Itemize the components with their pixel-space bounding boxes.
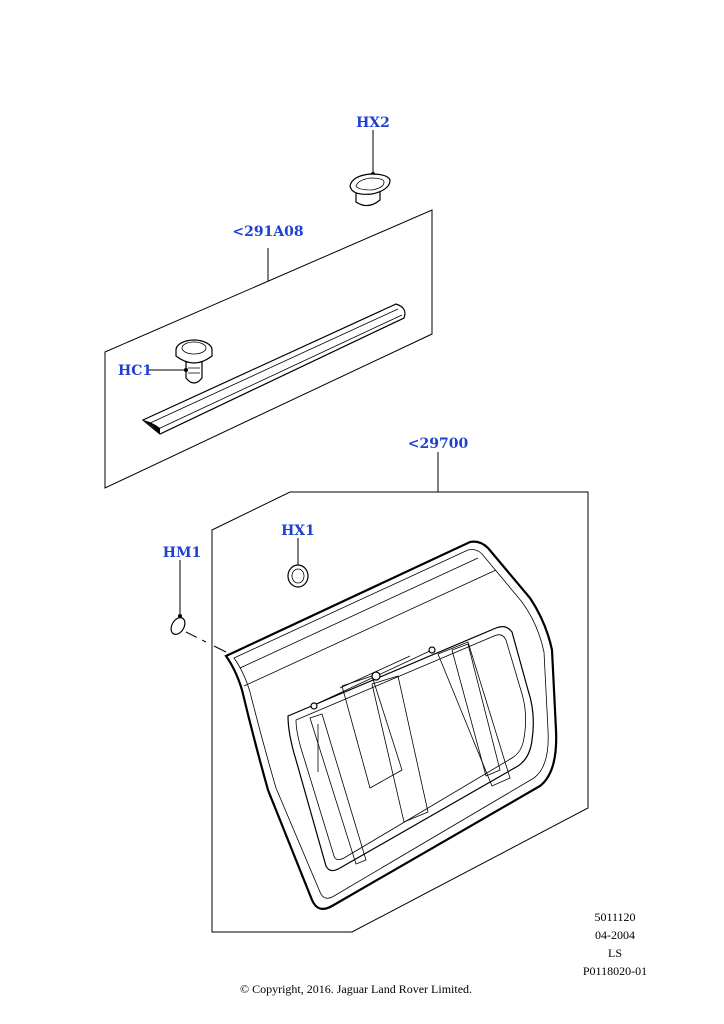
hx1-grommet-icon — [287, 564, 309, 588]
meta-line-2: 04-2004 — [595, 928, 635, 942]
door-glass-frame — [211, 491, 589, 933]
callout-hm1[interactable]: HM1 — [163, 545, 201, 561]
hc1-clip-icon — [175, 339, 213, 384]
callout-291a08[interactable]: <291A08 — [232, 224, 303, 240]
hm1-leader-dot — [178, 614, 182, 618]
meta-line-3: LS — [608, 946, 622, 960]
hc1-leader-dot — [184, 368, 188, 372]
trim-strip-frame — [104, 209, 433, 489]
hm1-assembly-line — [185, 631, 207, 643]
hx2-clip-group — [349, 130, 391, 207]
door-glass-group — [170, 452, 589, 933]
door-glass — [224, 540, 558, 911]
copyright-text: © Copyright, 2016. Jaguar Land Rover Lim… — [240, 982, 472, 996]
meta-line-1: 5011120 — [594, 910, 635, 924]
hm1-assembly-line-end — [213, 645, 227, 653]
callout-hx2[interactable]: HX2 — [356, 115, 390, 131]
hm1-ring-icon — [170, 617, 186, 635]
meta-line-4: P0118020-01 — [583, 964, 647, 978]
trim-strip — [141, 303, 406, 435]
callout-hx1[interactable]: HX1 — [281, 523, 315, 539]
trim-strip-group — [104, 209, 433, 489]
callout-hc1[interactable]: HC1 — [118, 363, 152, 379]
hx2-clip-icon — [349, 173, 391, 207]
callout-29700[interactable]: <29700 — [408, 436, 469, 452]
